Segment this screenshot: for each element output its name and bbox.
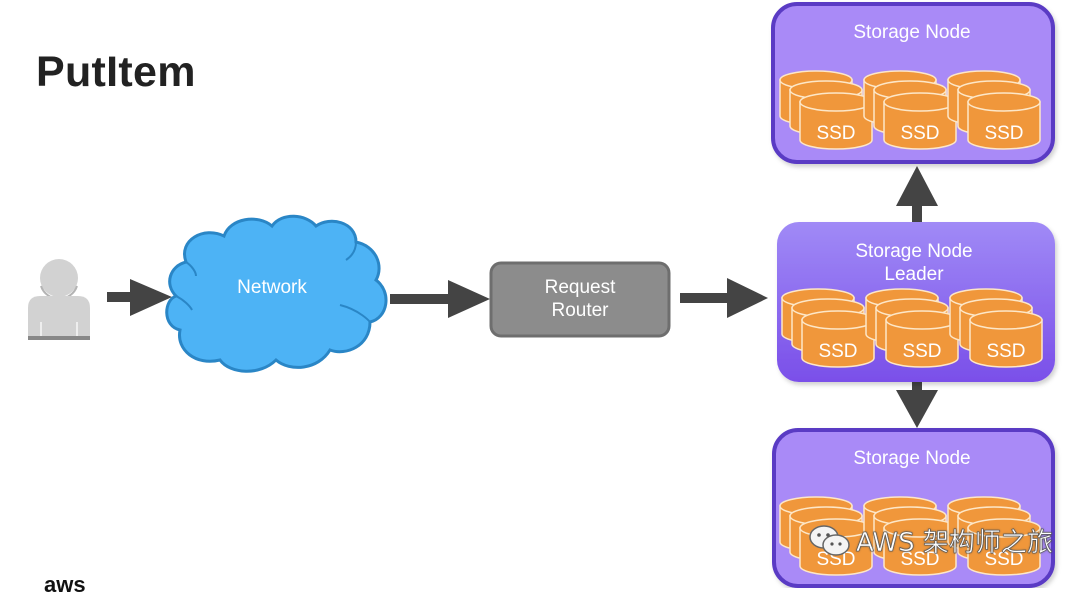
storage-node-leader: SSD SSD SSD Storage Node Leader — [777, 222, 1055, 382]
ssd-disk: SSD — [799, 92, 873, 150]
storage-node-leader-title: Storage Node — [855, 241, 972, 262]
ssd-label: SSD — [984, 123, 1023, 144]
ssd-disk: SSD — [883, 518, 957, 576]
wechat-icon — [809, 524, 850, 556]
arrow-user-to-network — [107, 279, 172, 316]
network-cloud: Network — [165, 214, 388, 373]
ssd-label: SSD — [816, 549, 855, 570]
ssd-label: SSD — [900, 549, 939, 570]
arrow-leader-to-top-node — [896, 166, 938, 222]
watermark-text: AWS 架构师之旅 — [856, 528, 1053, 559]
watermark: AWS 架构师之旅 — [808, 522, 1053, 559]
arrow-router-to-leader — [680, 278, 768, 318]
router-label-line1: Request — [545, 277, 616, 298]
router-label-line2: Router — [551, 300, 609, 321]
network-label: Network — [237, 277, 307, 298]
ssd-disk: SSD — [801, 310, 875, 368]
ssd-group-leader: SSD SSD SSD — [781, 288, 1043, 368]
storage-node-bottom: SSD SSD SSD Storage Node — [772, 428, 1055, 588]
ssd-label: SSD — [816, 123, 855, 144]
storage-node-bottom-title: Storage Node — [853, 448, 970, 469]
ssd-label: SSD — [818, 341, 857, 362]
arrow-leader-to-bottom-node — [896, 382, 938, 428]
ssd-label: SSD — [984, 549, 1023, 570]
storage-node-leader-subtitle: Leader — [884, 264, 944, 285]
request-router: Request Router — [489, 261, 671, 338]
ssd-group-top: SSD SSD SSD — [779, 70, 1041, 150]
ssd-label: SSD — [902, 341, 941, 362]
ssd-label: SSD — [900, 123, 939, 144]
ssd-label: SSD — [986, 341, 1025, 362]
arrow-network-to-router — [390, 280, 490, 318]
ssd-disk: SSD — [883, 92, 957, 150]
user-icon — [28, 259, 90, 340]
ssd-disk: SSD — [885, 310, 959, 368]
ssd-disk: SSD — [967, 92, 1041, 150]
storage-node-top-title: Storage Node — [853, 22, 970, 43]
ssd-disk: SSD — [967, 518, 1041, 576]
storage-node-top: SSD SSD SSD Storage Node — [771, 2, 1055, 164]
slide-title: PutItem — [36, 48, 196, 96]
aws-logo: aws — [44, 572, 86, 597]
ssd-disk: SSD — [969, 310, 1043, 368]
